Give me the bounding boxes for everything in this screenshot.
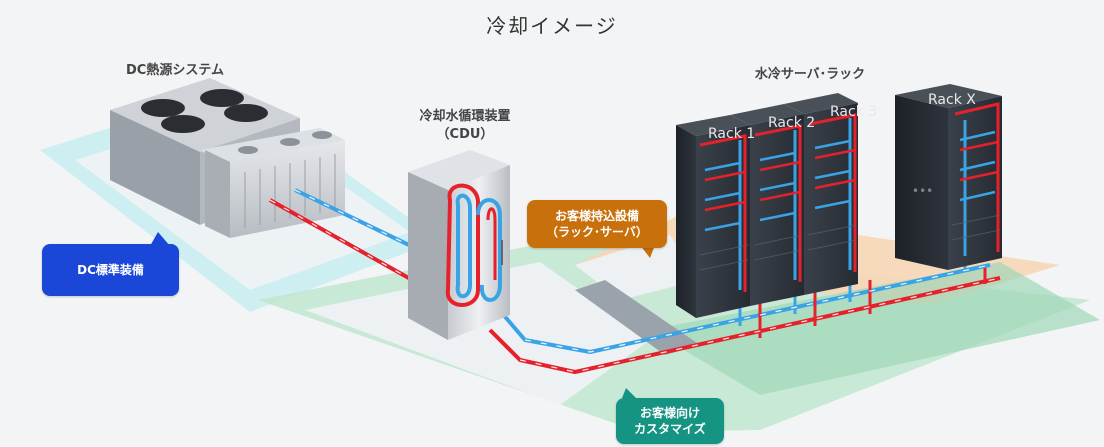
cdu-label-line2: （CDU） xyxy=(436,126,494,142)
cdu-unit xyxy=(408,150,510,340)
callout-dc-standard: DC標準装備 xyxy=(42,244,179,296)
callout-customer-owned-line2: （ラック･サーバ） xyxy=(546,225,648,239)
callout-customer-custom-line2: カスタマイズ xyxy=(634,422,706,436)
callout-customer-owned: お客様持込設備 （ラック･サーバ） xyxy=(527,200,667,248)
rack-x xyxy=(895,84,1002,270)
callout-customer-custom: お客様向け カスタマイズ xyxy=(616,398,724,444)
callout-pointer-custom xyxy=(622,388,636,398)
rack-1-label: Rack 1 xyxy=(708,126,755,142)
rack-3-label: Rack 3 xyxy=(830,104,877,120)
dc-heat-source-unit xyxy=(110,78,345,238)
callout-customer-owned-line1: お客様持込設備 xyxy=(554,208,639,223)
dc-heat-source-label: DC熱源システム xyxy=(126,63,224,78)
water-cooled-racks: Rack 1 Rack 2 Rack 3 Rack X ••• xyxy=(676,84,1002,318)
callout-customer-custom-line1: お客様向け xyxy=(639,405,700,420)
rack-2-label: Rack 2 xyxy=(768,115,815,131)
rack-ellipsis: ••• xyxy=(912,184,933,198)
callout-dc-standard-text: DC標準装備 xyxy=(77,262,144,277)
callout-pointer-owned xyxy=(640,245,655,258)
cdu-label-line1: 冷却水循環装置 xyxy=(419,109,511,124)
water-cooled-racks-label: 水冷サーバ･ラック xyxy=(754,67,866,82)
diagram-title: 冷却イメージ xyxy=(486,14,618,38)
rack-x-label: Rack X xyxy=(928,92,976,108)
cdu-label: 冷却水循環装置 （CDU） xyxy=(400,108,530,143)
callout-pointer-dc xyxy=(150,232,170,246)
